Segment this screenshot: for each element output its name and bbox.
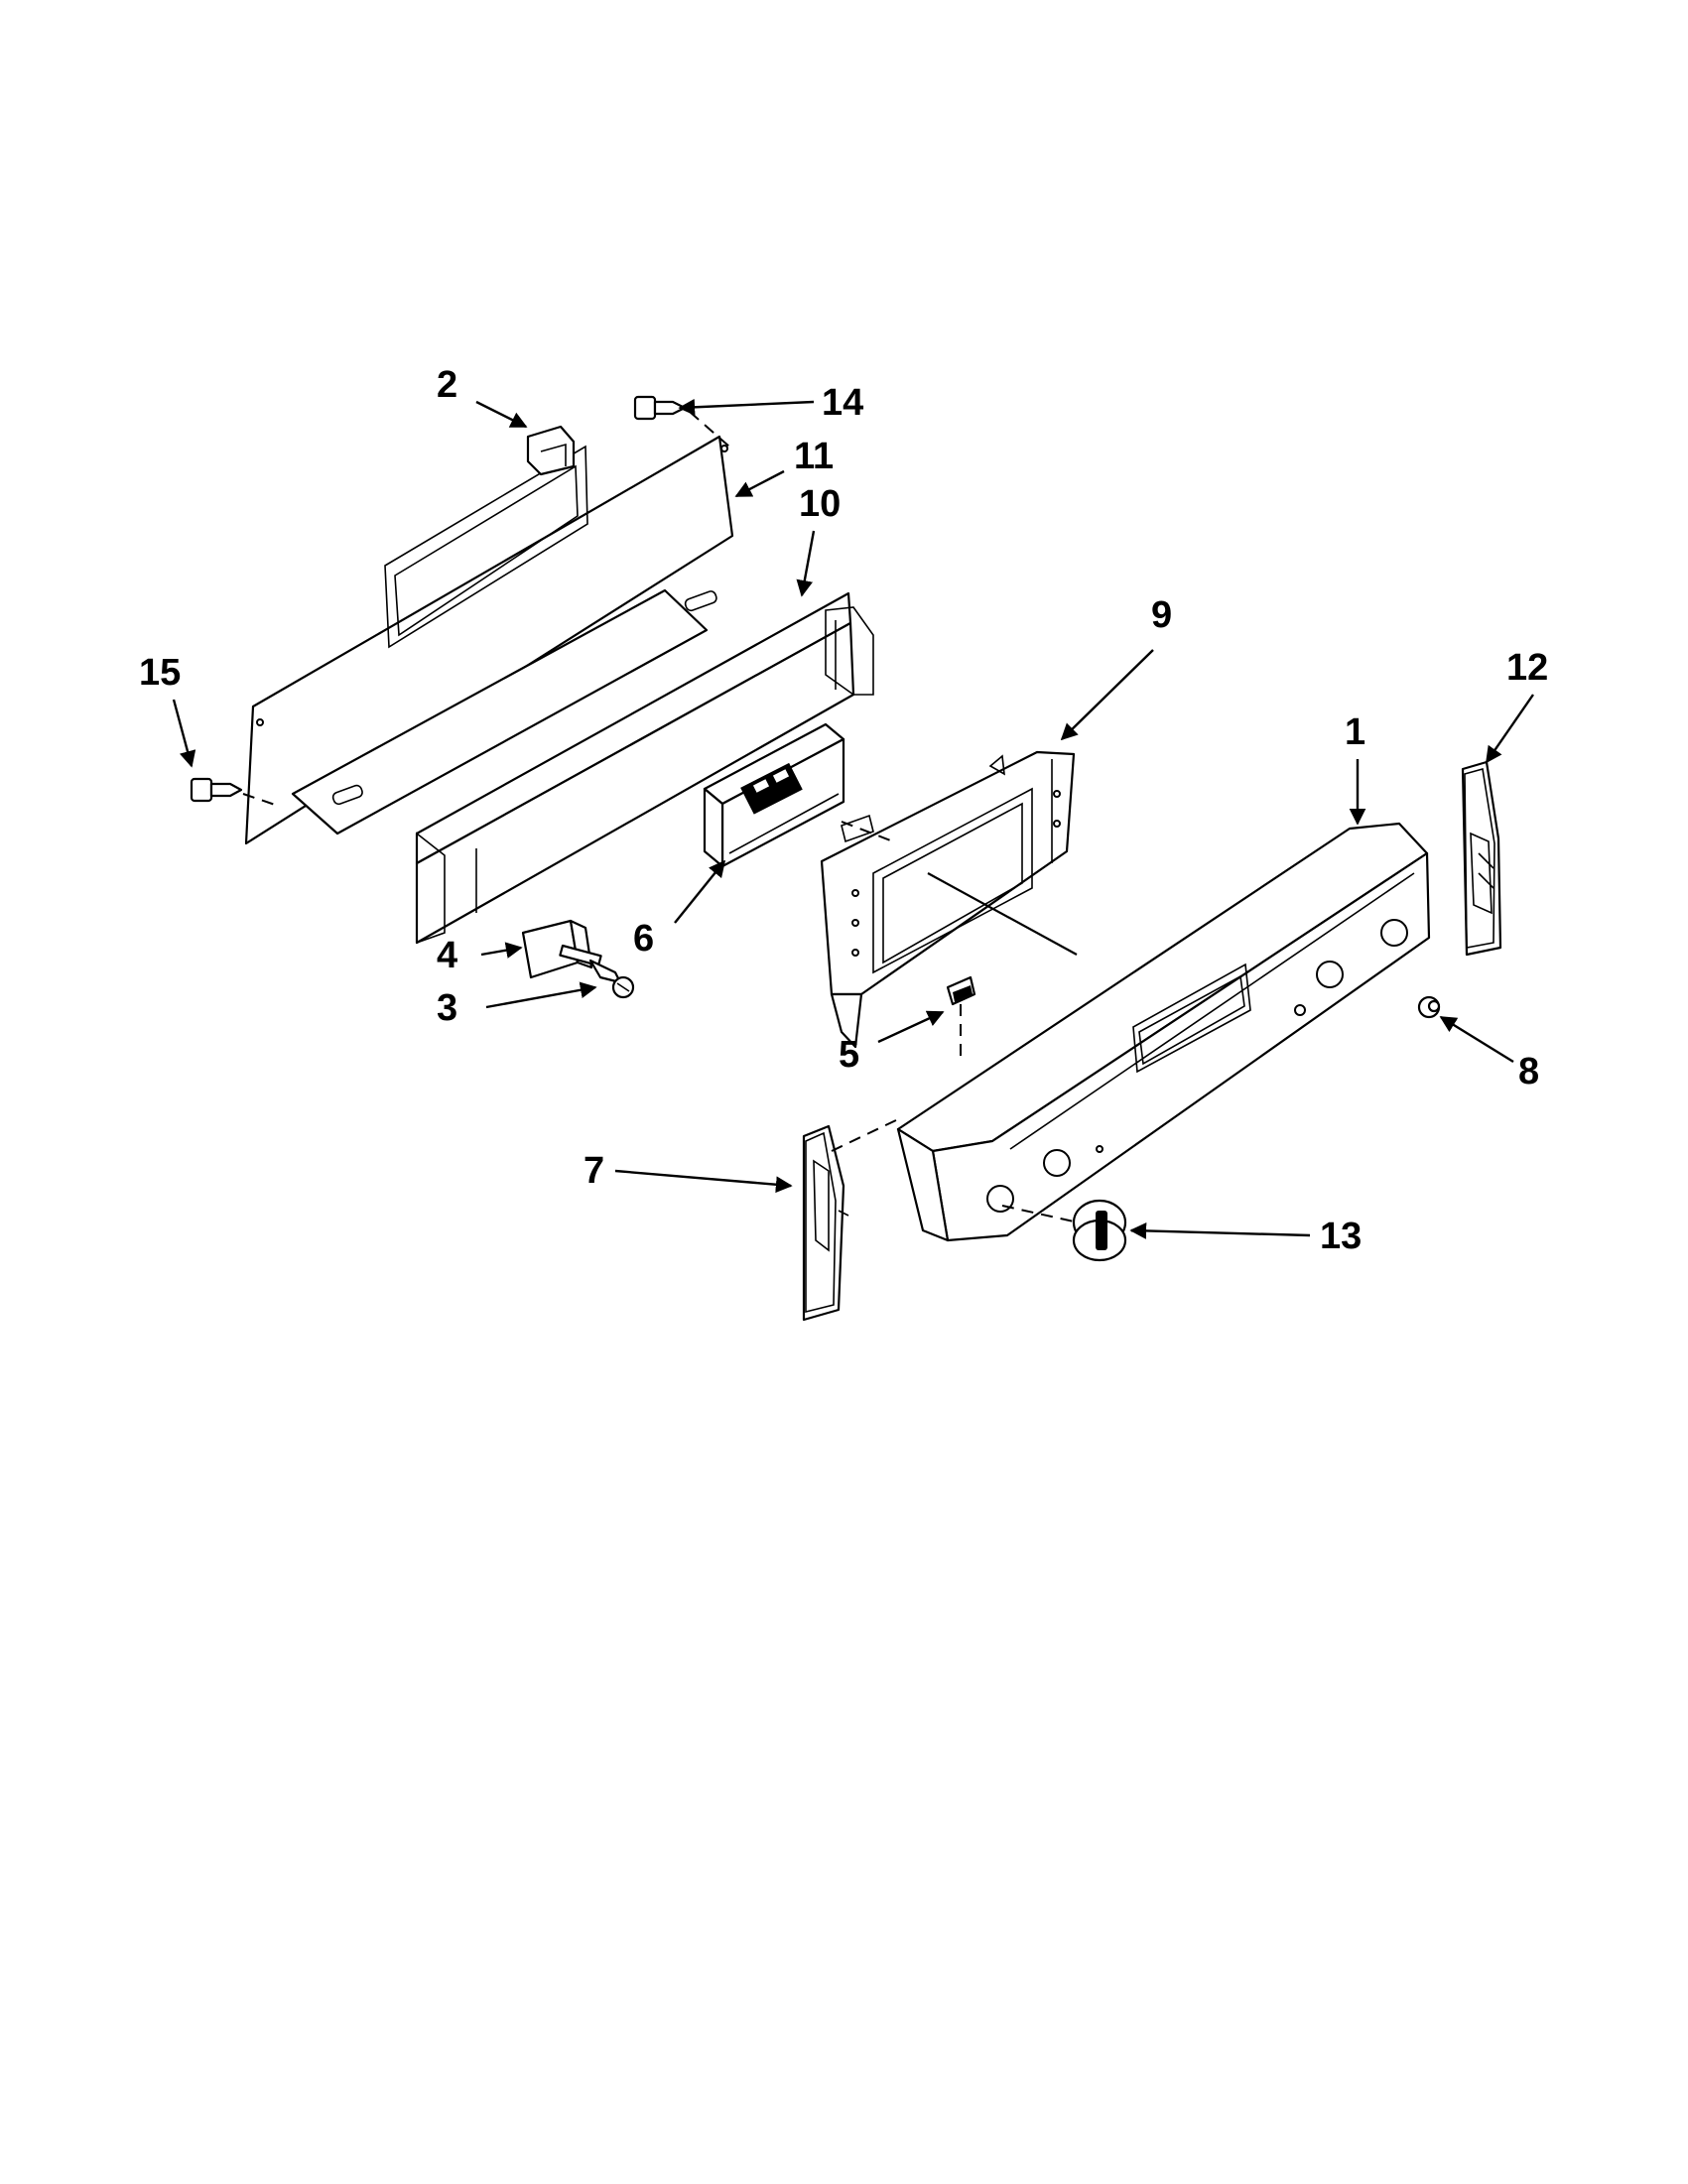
callout-5: 5	[839, 1034, 859, 1076]
callout-7: 7	[584, 1150, 604, 1192]
part-9-display-bezel	[820, 750, 1078, 1049]
leader-4	[480, 942, 523, 959]
part-7-left-end-bracket	[802, 1118, 899, 1322]
callout-11: 11	[794, 436, 834, 477]
callout-15: 15	[139, 652, 181, 694]
callout-13: 13	[1320, 1216, 1362, 1257]
part-11-rear-panel	[244, 435, 734, 845]
leader-5	[877, 1010, 945, 1044]
leader-8	[1439, 1015, 1514, 1064]
callout-labels: 1 2 3 4 5 6 7 8 9 10 11 12 13 14 15	[139, 364, 1548, 1257]
part-4-switch	[521, 919, 602, 979]
callout-6: 6	[633, 918, 654, 960]
callout-12: 12	[1506, 647, 1548, 689]
part-3-screw	[588, 959, 635, 999]
leader-12	[1486, 694, 1534, 764]
part-1-control-console	[896, 822, 1431, 1242]
part-8-screw	[1417, 995, 1441, 1019]
callout-8: 8	[1518, 1051, 1539, 1092]
part-2-clip	[526, 425, 576, 476]
callout-10: 10	[799, 483, 841, 525]
leader-7	[614, 1169, 793, 1194]
callout-4: 4	[437, 935, 457, 976]
part-12-right-end-bracket	[1461, 760, 1502, 957]
part-6-control-board	[703, 722, 845, 868]
callout-1: 1	[1345, 711, 1365, 753]
leader-2	[475, 400, 528, 429]
part-14-screw	[633, 395, 730, 448]
leader-lines	[172, 398, 1534, 1239]
callout-3: 3	[437, 987, 457, 1029]
leader-3	[485, 981, 597, 1009]
part-10-bracket-strip	[291, 588, 874, 945]
callout-2: 2	[437, 364, 457, 406]
leader-6	[674, 859, 726, 924]
leader-13	[1129, 1222, 1311, 1239]
part-5-rocker-switch	[946, 975, 976, 1064]
callout-9: 9	[1151, 594, 1172, 636]
part-13-knob	[1001, 1199, 1127, 1262]
leader-9	[1060, 649, 1154, 741]
part-15-screw	[190, 777, 279, 807]
leader-10	[796, 530, 816, 597]
leader-14	[678, 398, 815, 416]
leader-15	[172, 699, 196, 768]
callout-14: 14	[822, 382, 863, 424]
leader-11	[734, 469, 785, 498]
